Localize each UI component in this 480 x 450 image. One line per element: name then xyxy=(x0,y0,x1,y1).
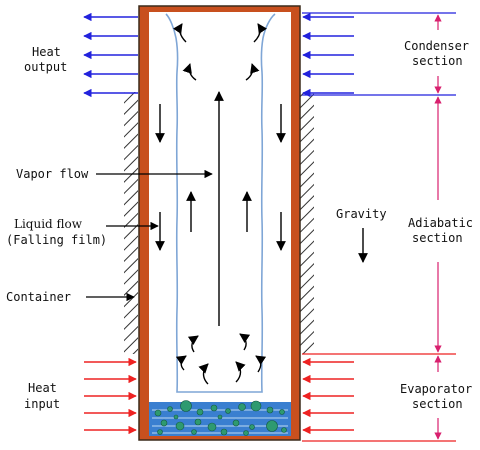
bottom-swirl-4 xyxy=(235,361,246,383)
bottom-swirl-5 xyxy=(175,355,187,371)
condenser-boundary-lines xyxy=(302,12,456,96)
bottom-swirl-2 xyxy=(198,363,209,385)
bottom-swirl-3 xyxy=(239,333,251,351)
heat-input-label-line1: Heat xyxy=(28,381,57,395)
heat-input-label-line2: input xyxy=(24,397,60,411)
container-label: Container xyxy=(6,290,71,304)
heat-output-arrows xyxy=(83,12,354,98)
top-curl-right-2 xyxy=(245,63,260,81)
flow-arrows xyxy=(155,23,368,385)
heat-input-arrows xyxy=(84,357,354,435)
heat-output-label-line2: output xyxy=(24,60,67,74)
insulation-left xyxy=(124,92,138,354)
evaporator-boundary-lines xyxy=(302,353,456,442)
liquid-film-boundary xyxy=(165,13,276,393)
vapor-bubbles xyxy=(154,400,287,436)
gravity-label: Gravity xyxy=(336,207,387,221)
liquid-flow-label-line1: Liquid flow xyxy=(14,217,83,231)
vapor-flow-label: Vapor flow xyxy=(16,167,89,181)
adiabatic-label-line2: section xyxy=(412,231,463,245)
leader-lines xyxy=(86,169,213,302)
top-curl-left-2 xyxy=(182,63,197,81)
heat-output-label-line1: Heat xyxy=(32,45,61,59)
condenser-label-line1: Condenser xyxy=(404,39,469,53)
evaporator-label-line1: Evaporator xyxy=(400,382,472,396)
bottom-swirl-1 xyxy=(187,335,199,353)
bottom-swirl-6 xyxy=(255,355,267,373)
insulation-right xyxy=(300,92,314,354)
condenser-label-line2: section xyxy=(412,54,463,68)
top-curl-left-1 xyxy=(173,23,187,43)
evaporator-label-line2: section xyxy=(412,397,463,411)
adiabatic-label-line1: Adiabatic xyxy=(408,216,473,230)
liquid-flow-label-line2: (Falling film) xyxy=(6,233,107,247)
container-interior xyxy=(149,12,291,404)
top-curl-right-1 xyxy=(253,23,267,43)
